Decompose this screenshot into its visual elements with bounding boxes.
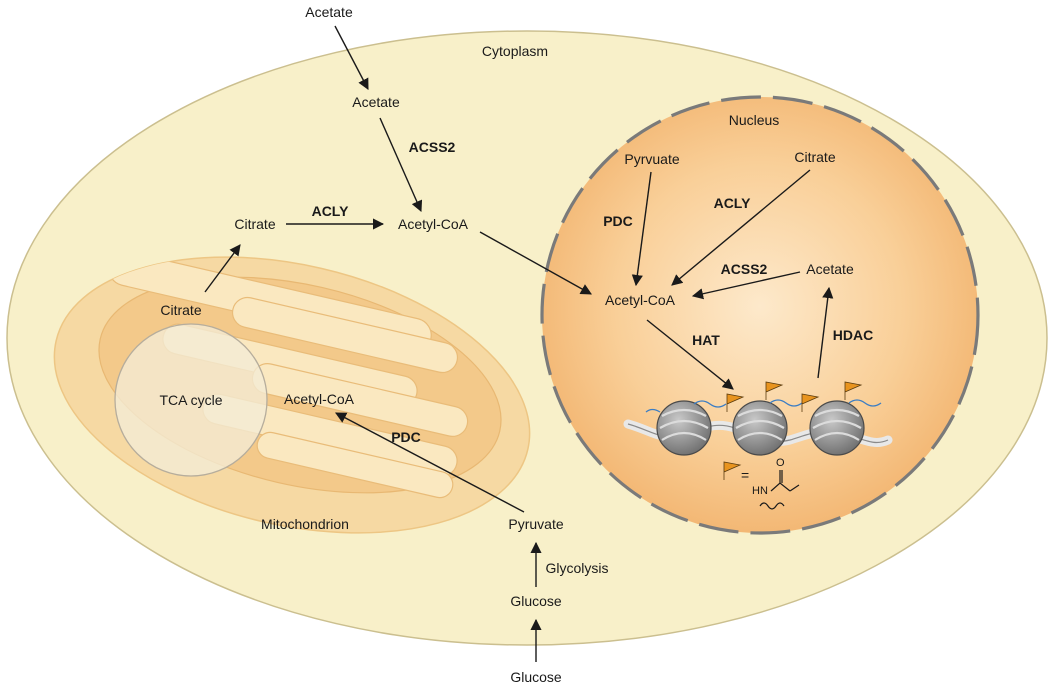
hdac-label: HDAC: [833, 327, 873, 343]
mitochondrion-label: Mitochondrion: [261, 516, 349, 532]
glucose-extracellular: Glucose: [510, 669, 562, 685]
nucleus: Nucleus: [540, 95, 980, 535]
glycolysis-label: Glycolysis: [545, 560, 608, 576]
acetate-extracellular: Acetate: [305, 4, 353, 20]
legend-atom-hn: HN: [752, 485, 768, 497]
nucleosome-1: [656, 400, 712, 456]
acetyl-coa-cytoplasmic: Acetyl-CoA: [398, 216, 469, 232]
acetyl-coa-nuclear: Acetyl-CoA: [605, 292, 676, 308]
arrow-acss2-cytoplasmic: [379, 117, 423, 213]
acetate-nuclear: Acetate: [806, 261, 854, 277]
arrow-hdac: [817, 286, 834, 379]
mitochondrion: TCA cycle Mitochondrion: [53, 251, 531, 534]
arrow-acly-nuclear: [671, 169, 811, 286]
arrow-acetate-import: [334, 25, 369, 90]
arrow-pdc-nuclear: [631, 171, 652, 287]
acly-nuclear-label: ACLY: [714, 195, 751, 211]
legend-atom-o: O: [776, 457, 785, 469]
acss2-cytoplasmic-label: ACSS2: [409, 139, 456, 155]
arrow-hat: [646, 319, 734, 390]
acetyl-legend: = O HN: [723, 457, 800, 510]
citrate-mitochondrial: Citrate: [160, 302, 201, 318]
pdc-nuclear-label: PDC: [603, 213, 633, 229]
chromatin: [623, 381, 893, 456]
tca-cycle-circle: [114, 323, 268, 477]
acss2-nuclear-label: ACSS2: [721, 261, 768, 277]
arrow-citrate-export: [204, 244, 241, 293]
acly-cytoplasmic-label: ACLY: [312, 203, 349, 219]
citrate-cytoplasmic: Citrate: [234, 216, 275, 232]
acetyl-flag-icons: [726, 381, 863, 412]
tca-cycle-label: TCA cycle: [159, 392, 222, 408]
legend-equals: =: [741, 467, 749, 483]
arrow-pdc-mitochondrial: [335, 412, 525, 513]
hat-label: HAT: [692, 332, 720, 348]
acetyl-lysine-structure-icon: [759, 470, 800, 510]
cytoplasm-label: Cytoplasm: [482, 43, 548, 59]
nucleus-body: [542, 97, 978, 533]
pyruvate-nuclear: Pyrvuate: [624, 151, 679, 167]
reaction-arrows: [204, 25, 834, 662]
cristae: [108, 251, 469, 499]
nuclear-envelope: [540, 95, 980, 535]
glucose-cytoplasmic: Glucose: [510, 593, 562, 609]
acetate-cytoplasmic: Acetate: [352, 94, 400, 110]
acetyl-coa-mitochondrial: Acetyl-CoA: [284, 391, 355, 407]
legend-flag-icon: [723, 461, 742, 480]
nucleus-label: Nucleus: [729, 112, 780, 128]
pdc-mitochondrial-label: PDC: [391, 429, 421, 445]
histone-tails: [645, 399, 882, 413]
citrate-nuclear: Citrate: [794, 149, 835, 165]
arrow-acss2-nuclear: [691, 271, 801, 300]
arrow-acetylcoa-to-nucleus: [479, 231, 592, 295]
nucleosome-3: [809, 400, 865, 456]
nucleosome-2: [732, 400, 788, 456]
pyruvate-cytoplasmic: Pyruvate: [508, 516, 563, 532]
